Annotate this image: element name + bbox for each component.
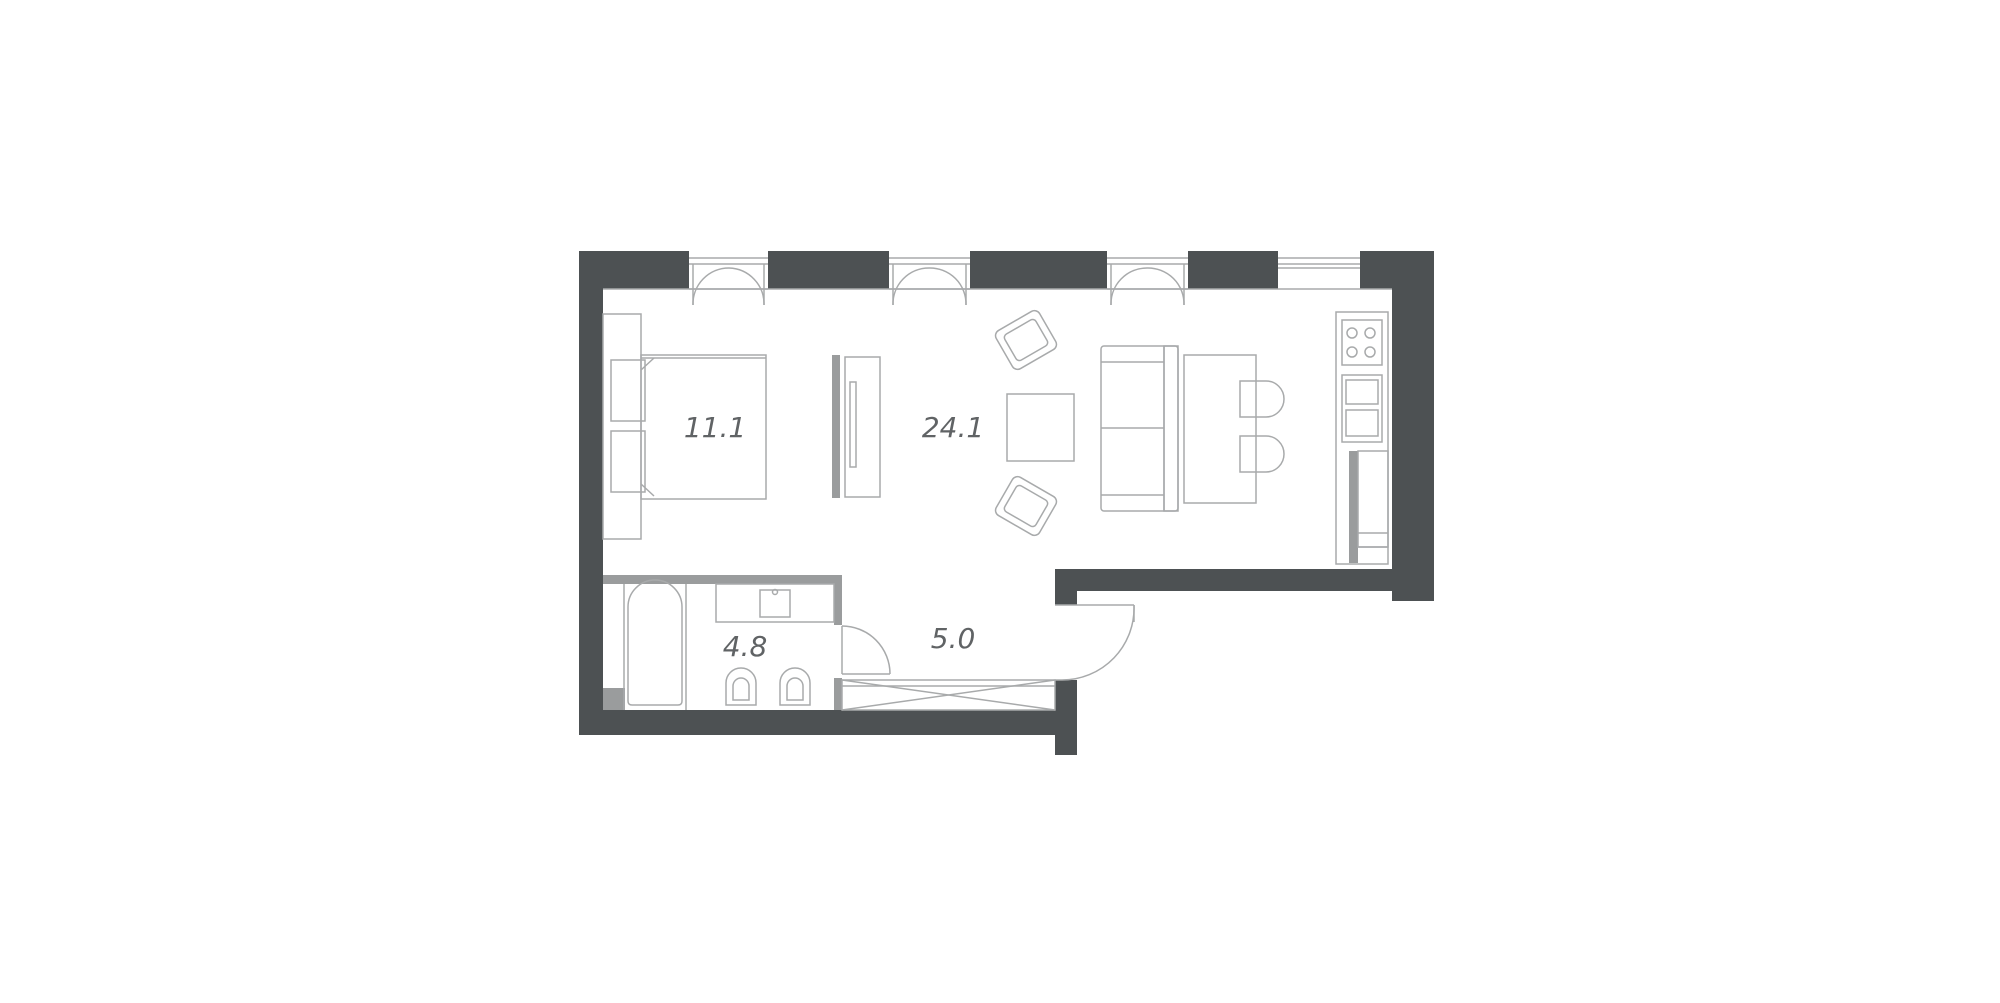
armchair-top — [994, 309, 1058, 371]
room-divider-panel — [832, 355, 840, 498]
top-wall-pier-3 — [1188, 251, 1278, 289]
left-wall — [579, 251, 603, 735]
toilet — [779, 667, 811, 706]
balcony-door-1 — [689, 257, 768, 306]
entrance-door — [1055, 604, 1135, 681]
living-area-label: 24.1 — [922, 411, 984, 444]
inner-wall-stub — [1055, 569, 1077, 605]
bottom-wall — [579, 710, 1077, 735]
bathroom-right-partition — [834, 575, 842, 625]
dining-table — [1183, 354, 1257, 504]
bedroom-area-label: 11.1 — [684, 411, 746, 444]
balcony-door-3 — [1107, 257, 1188, 306]
hall-area-label: 5.0 — [931, 622, 976, 655]
top-wall-pier-1 — [768, 251, 889, 289]
bathtub-corner-block — [603, 688, 625, 710]
right-wall — [1392, 251, 1434, 601]
dining-chair-bottom — [1239, 435, 1285, 473]
sofa — [1100, 345, 1179, 512]
bathroom-top-partition — [603, 575, 842, 584]
washbasin — [715, 583, 835, 623]
furniture — [602, 309, 1389, 711]
dining-chair-top — [1239, 380, 1285, 418]
top-wall-pier-2 — [970, 251, 1107, 289]
partitions — [603, 355, 1358, 710]
hall-wall-right — [1055, 680, 1077, 755]
tv-cabinet — [844, 356, 881, 498]
balcony-door-2 — [889, 257, 970, 306]
exterior-walls — [579, 251, 1434, 755]
bathroom-right-partition-low — [834, 678, 842, 710]
window-4 — [1278, 257, 1360, 269]
hall-wardrobe — [841, 679, 1056, 711]
armchair-bottom — [994, 475, 1058, 537]
kitchen-partition — [1349, 451, 1358, 563]
windows — [603, 257, 1392, 306]
coffee-table — [1006, 393, 1075, 462]
inner-wall-horizontal — [1055, 569, 1392, 591]
kitchen-counter — [1335, 311, 1389, 565]
bed — [602, 313, 767, 540]
bathroom-door — [841, 625, 891, 675]
bathtub — [623, 579, 687, 710]
bathroom-area-label: 4.8 — [723, 630, 768, 663]
bidet — [725, 667, 757, 706]
